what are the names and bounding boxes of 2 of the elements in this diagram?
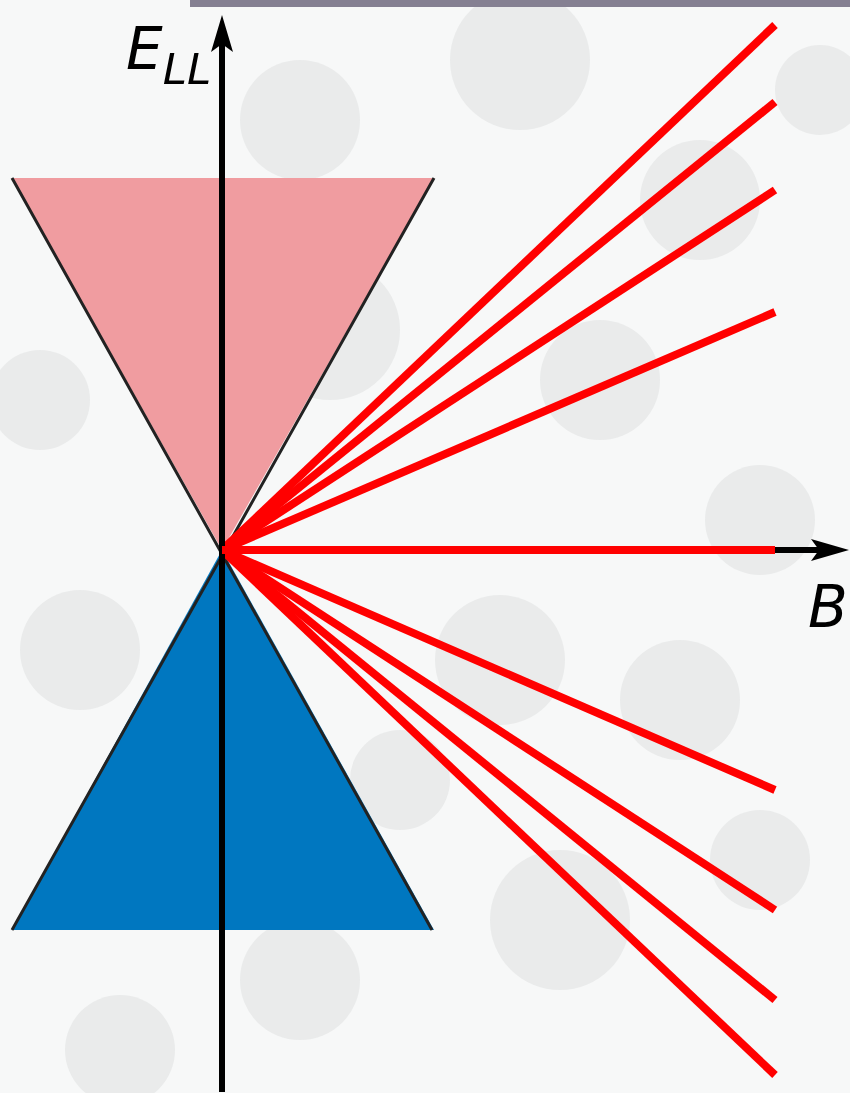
axis-label: E$_{LL}$ [126,20,212,92]
axis-label: B [808,578,848,636]
